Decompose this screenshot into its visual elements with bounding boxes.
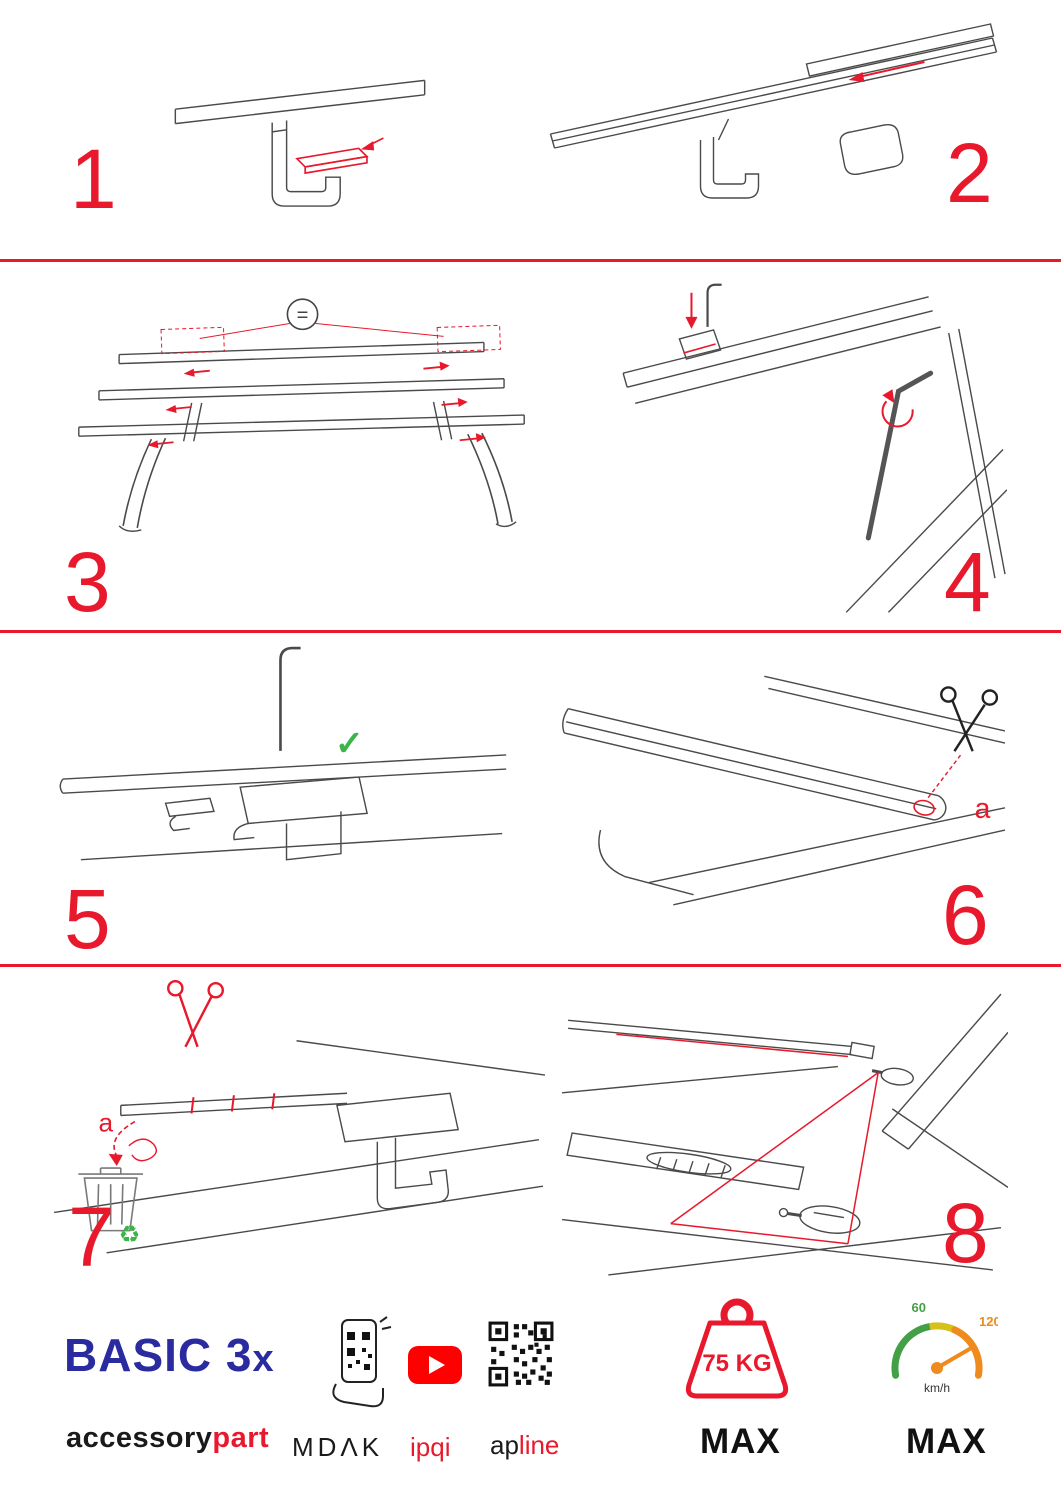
checkmark-icon: ✓ (335, 725, 364, 763)
speed-unit-label: km/h (924, 1381, 950, 1395)
speed-high-label: 120 (979, 1314, 998, 1329)
step-5-number: 5 (64, 872, 111, 966)
step-6-number: 6 (942, 868, 989, 962)
equal-spacing-symbol: = (297, 304, 309, 326)
partner-apline: apline (490, 1430, 559, 1461)
speed-low-label: 60 (912, 1300, 926, 1315)
qr-scan-phone-icon (316, 1316, 398, 1408)
step-1-number: 1 (70, 132, 117, 226)
step-2-illustration (520, 22, 1005, 222)
apline-black: ap (490, 1430, 519, 1460)
label-a: a (99, 1108, 114, 1138)
three-crossbars-drawing (78, 341, 525, 532)
partner-mdak: MDΛK (292, 1432, 384, 1462)
step-1-illustration (160, 68, 440, 238)
allen-key-icon (865, 370, 934, 541)
discard-arrow (108, 1120, 158, 1166)
qr-code (487, 1320, 555, 1388)
crossbar-cut-drawing (562, 675, 1006, 906)
t-bolt-fastener (778, 1067, 914, 1234)
cut-point-highlight (913, 754, 962, 816)
equal-spacing-pointers (160, 322, 501, 355)
alignment-lines (616, 1033, 879, 1245)
step-7-illustration: a ♻ (42, 978, 547, 1256)
pin-insert-arrow (683, 292, 716, 354)
section-divider-1 (0, 259, 1061, 262)
step-3-number: 3 (64, 535, 111, 629)
tagline-black: accessory (66, 1422, 213, 1454)
weight-icon: 75 KG (672, 1293, 802, 1408)
roof-assembly-drawing (561, 993, 1008, 1276)
strip-clamp-drawing (54, 1040, 546, 1254)
step-3-illustration: = (48, 280, 553, 542)
insert-plate-highlight (295, 137, 384, 175)
rotate-arrow (881, 389, 914, 428)
section-divider-3 (0, 964, 1061, 967)
step-2-number: 2 (946, 126, 993, 220)
equal-spacing-circle (286, 298, 319, 331)
weight-max-label: MAX (700, 1422, 781, 1461)
speedometer-icon: 60 120 km/h (876, 1298, 998, 1410)
brand-tagline: accessorypart (66, 1422, 269, 1455)
label-a: a (975, 792, 991, 824)
rail-slide-drawing (549, 23, 998, 199)
clamp-check-drawing (59, 646, 507, 861)
section-divider-2 (0, 630, 1061, 633)
brand-name: BASIC 3 (64, 1329, 253, 1381)
slide-direction-arrow (848, 61, 925, 82)
step-7-number: 7 (68, 1190, 115, 1284)
step-6-illustration: a (552, 648, 1007, 916)
tagline-red: part (212, 1422, 270, 1454)
recycle-icon: ♻ (119, 1222, 141, 1249)
scissors-icon (167, 979, 225, 1048)
adjust-arrows (147, 361, 486, 449)
step-8-number: 8 (942, 1186, 989, 1280)
step-5-illustration: ✓ (52, 636, 517, 896)
weight-value: 75 KG (702, 1350, 771, 1377)
step-8-illustration (550, 980, 1008, 1277)
brand-suffix: x (252, 1338, 275, 1380)
roof-bar-drawing (174, 79, 426, 207)
step-4-number: 4 (944, 535, 991, 629)
speed-max-label: MAX (906, 1422, 987, 1461)
youtube-icon (407, 1345, 463, 1385)
apline-red: line (518, 1430, 560, 1460)
brand-logo: BASIC 3x (64, 1328, 275, 1382)
partner-ipqi: ipqi (410, 1432, 451, 1462)
step-4-illustration (595, 276, 1007, 614)
trash-icon (78, 1167, 143, 1232)
cut-marks (190, 1093, 276, 1114)
scissors-icon (940, 686, 999, 752)
